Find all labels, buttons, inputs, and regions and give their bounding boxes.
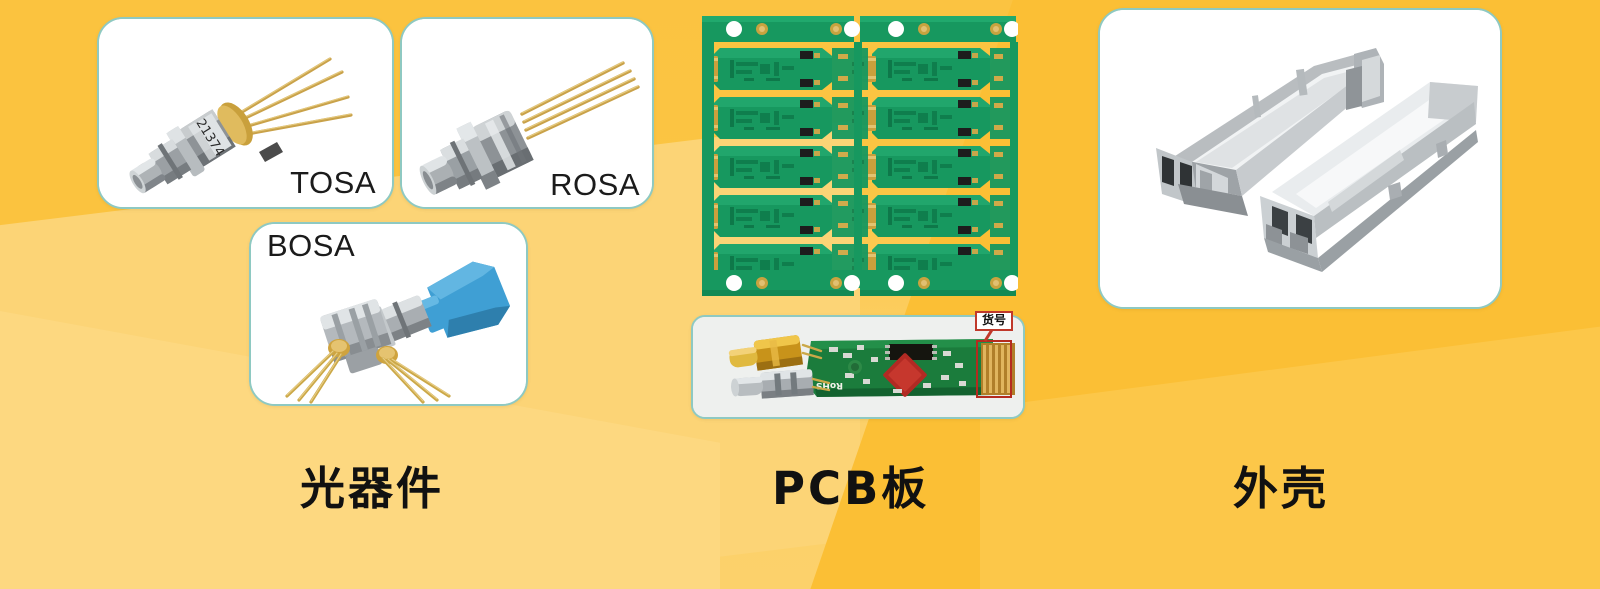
pcb-array-panel[interactable] bbox=[700, 10, 1018, 303]
caption-pcb-board: PCB板 bbox=[772, 462, 930, 515]
shell-photo bbox=[1100, 10, 1500, 307]
card-label-tosa: TOSA bbox=[290, 165, 376, 200]
module-item-number-tag: 货号 bbox=[975, 311, 1014, 332]
pcb-panel-photo bbox=[702, 16, 1018, 296]
card-label-bosa: BOSA bbox=[267, 228, 356, 263]
card-tosa[interactable]: 21374 TOSA bbox=[97, 17, 394, 209]
assembled-module-photo: RoHS bbox=[693, 317, 1023, 417]
tosa-photo: 21374 bbox=[99, 19, 392, 207]
card-rosa[interactable]: ROSA bbox=[400, 17, 654, 209]
card-assembled-module[interactable]: RoHS bbox=[691, 315, 1025, 419]
caption-optical-components: 光器件 bbox=[300, 462, 445, 515]
card-bosa[interactable]: BOSA bbox=[249, 222, 528, 406]
rosa-photo bbox=[402, 19, 652, 207]
caption-shell: 外壳 bbox=[1233, 462, 1330, 515]
bosa-photo bbox=[251, 224, 526, 404]
card-shell[interactable] bbox=[1098, 8, 1502, 309]
background-shard-right-highlight bbox=[980, 324, 1600, 589]
card-label-rosa: ROSA bbox=[550, 167, 640, 202]
svg-text:RoHS: RoHS bbox=[816, 380, 843, 390]
